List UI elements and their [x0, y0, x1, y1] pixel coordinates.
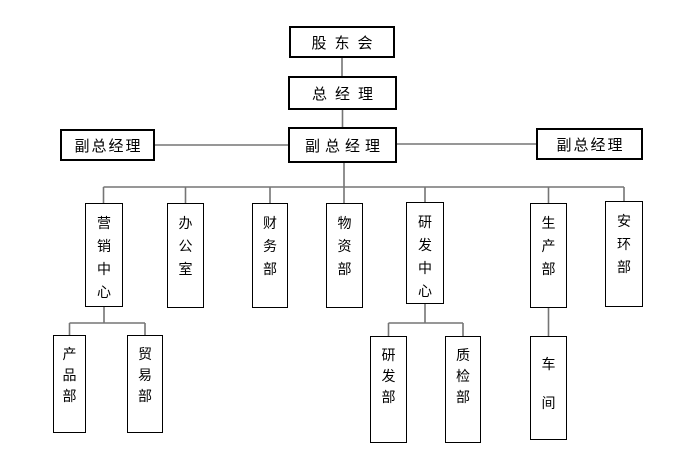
org-node-deputy-gm-right-label: 副总经理 — [556, 135, 625, 154]
org-node-finance-dept: 财务部 — [252, 203, 288, 308]
org-node-marketing-center-label: 营销中心 — [97, 216, 111, 301]
org-node-trade-dept-label: 贸易部 — [138, 347, 152, 405]
org-node-safety-env-dept: 安环部 — [605, 201, 643, 307]
org-node-deputy-gm-center: 副总经理 — [288, 127, 397, 163]
org-node-workshop-label: 车间 — [541, 357, 556, 412]
org-node-shareholders-label: 股东会 — [311, 33, 381, 52]
org-node-office: 办公室 — [167, 203, 204, 308]
org-node-deputy-gm-left: 副总经理 — [60, 129, 155, 161]
org-node-safety-env-dept-label: 安环部 — [617, 214, 631, 276]
org-node-marketing-center: 营销中心 — [85, 203, 123, 307]
org-node-rd-center: 研发中心 — [406, 202, 444, 304]
org-node-deputy-gm-left-label: 副总经理 — [74, 136, 143, 155]
org-node-production-dept-label: 生产部 — [541, 216, 556, 278]
org-node-general-manager-label: 总经理 — [311, 84, 381, 103]
org-node-product-dept: 产品部 — [53, 335, 86, 433]
org-node-deputy-gm-right: 副总经理 — [536, 128, 643, 160]
org-node-finance-dept-label: 财务部 — [263, 216, 277, 278]
org-node-office-label: 办公室 — [178, 216, 193, 278]
org-node-product-dept-label: 产品部 — [62, 347, 77, 405]
org-node-materials-dept-label: 物资部 — [337, 216, 352, 278]
org-node-quality-dept-label: 质检部 — [456, 348, 470, 406]
org-node-rd-dept-label: 研发部 — [381, 348, 396, 406]
org-node-workshop: 车间 — [530, 336, 567, 440]
org-node-rd-dept: 研发部 — [370, 336, 407, 443]
org-node-quality-dept: 质检部 — [445, 336, 481, 443]
org-node-production-dept: 生产部 — [530, 203, 567, 308]
org-node-trade-dept: 贸易部 — [127, 335, 163, 433]
org-node-materials-dept: 物资部 — [326, 203, 363, 308]
org-node-deputy-gm-center-label: 副总经理 — [304, 136, 385, 155]
org-node-shareholders: 股东会 — [289, 26, 395, 58]
org-node-rd-center-label: 研发中心 — [418, 215, 432, 300]
org-node-general-manager: 总经理 — [288, 76, 397, 110]
